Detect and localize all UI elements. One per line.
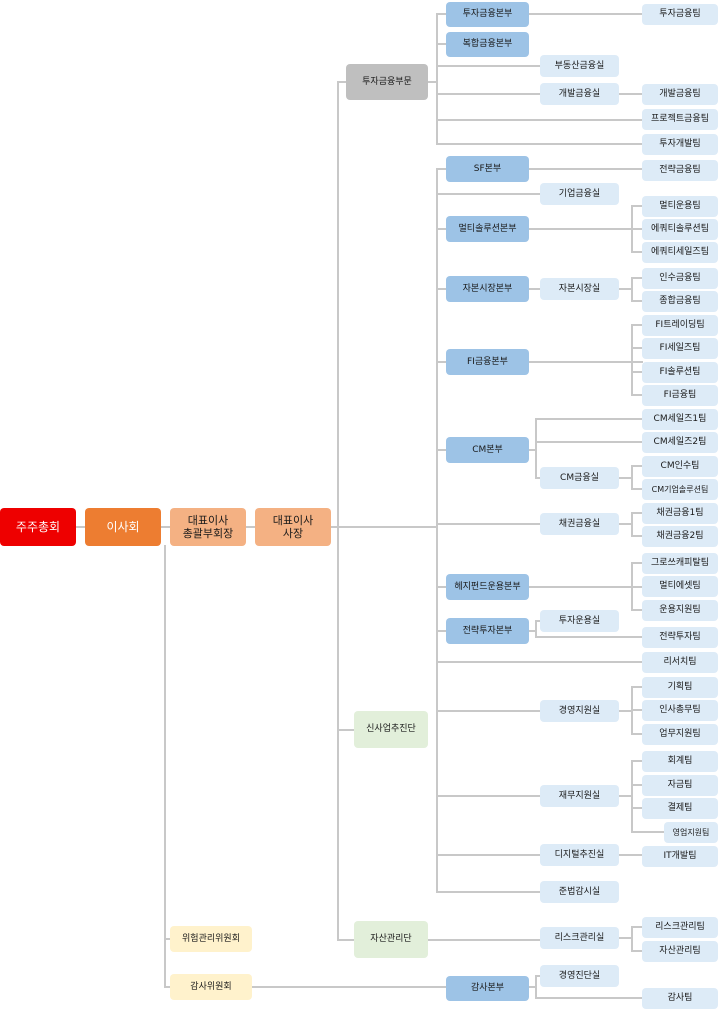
team-fi-sales: FI세일즈팀 xyxy=(642,338,718,359)
team-asset-management: 자산관리팀 xyxy=(642,941,718,962)
chairman-ceo-box: 대표이사 총괄부회장 xyxy=(170,508,246,546)
hq-sf: SF본부 xyxy=(446,156,529,182)
hq-strategic-investment: 전략투자본부 xyxy=(446,618,529,644)
office-real-estate-finance: 부동산금융실 xyxy=(540,55,619,77)
team-acquisition-finance: 인수금융팀 xyxy=(642,268,718,289)
team-settlement: 결제팀 xyxy=(642,798,718,819)
team-investment-development: 투자개발팀 xyxy=(642,134,718,155)
team-growth-capital: 그로쓰캐피탈팀 xyxy=(642,553,718,574)
office-compliance: 준법감시실 xyxy=(540,881,619,903)
team-operations-support: 운용지원팀 xyxy=(642,600,718,621)
board-of-directors-box: 이사회 xyxy=(85,508,161,546)
office-management-diagnosis: 경영진단실 xyxy=(540,965,619,987)
hq-cm: CM본부 xyxy=(446,437,529,463)
team-sales-support: 영업지원팀 xyxy=(664,822,718,843)
team-multi-asset: 멀티에셋팀 xyxy=(642,576,718,597)
team-cm-sales-2: CM세일즈2팀 xyxy=(642,432,718,453)
team-fi-finance: FI금융팀 xyxy=(642,385,718,406)
team-equity-solution: 에쿼티솔루션팀 xyxy=(642,219,718,240)
team-fi-trading: FI트레이딩팀 xyxy=(642,315,718,336)
team-business-support: 업무지원팀 xyxy=(642,724,718,745)
team-hr-general-affairs: 인사총무팀 xyxy=(642,700,718,721)
team-fi-solution: FI솔루션팀 xyxy=(642,362,718,383)
shareholders-meeting-box: 주주총회 xyxy=(0,508,76,546)
team-cm-acquisition: CM인수팀 xyxy=(642,456,718,477)
team-it-development: IT개발팀 xyxy=(642,846,718,867)
office-capital-market: 자본시장실 xyxy=(540,278,619,300)
new-business-unit-box: 신사업추진단 xyxy=(354,711,428,748)
risk-committee-box: 위험관리위원회 xyxy=(170,926,252,952)
team-synthetic-finance: 종합금융팀 xyxy=(642,291,718,312)
team-cm-corporate-solution: CM기업솔루션팀 xyxy=(642,479,718,500)
team-equity-sales: 에쿼티세일즈팀 xyxy=(642,242,718,263)
team-bond-finance-1: 채권금융1팀 xyxy=(642,503,718,524)
asset-management-unit-box: 자산관리단 xyxy=(354,921,428,958)
team-project-finance: 프로젝트금융팀 xyxy=(642,109,718,130)
hq-investment-finance: 투자금융본부 xyxy=(446,2,529,27)
office-cm-finance: CM금융실 xyxy=(540,467,619,489)
office-development-finance: 개발금융실 xyxy=(540,83,619,105)
team-planning: 기획팀 xyxy=(642,677,718,698)
team-audit: 감사팀 xyxy=(642,988,718,1009)
president-ceo-box: 대표이사 사장 xyxy=(255,508,331,546)
team-research: 리서치팀 xyxy=(642,652,718,673)
team-risk-management: 리스크관리팀 xyxy=(642,917,718,938)
office-finance-support: 재무지원실 xyxy=(540,785,619,807)
audit-committee-box: 감사위원회 xyxy=(170,974,252,1000)
team-investment-finance: 투자금융팀 xyxy=(642,4,718,25)
investment-finance-division-box: 투자금융부문 xyxy=(346,64,428,100)
team-multi-operations: 멀티운용팀 xyxy=(642,196,718,217)
office-investment-operations: 투자운용실 xyxy=(540,610,619,632)
office-corporate-finance: 기업금융실 xyxy=(540,183,619,205)
team-strategic-investment: 전략투자팀 xyxy=(642,627,718,648)
hq-capital-market: 자본시장본부 xyxy=(446,276,529,302)
team-development-finance: 개발금융팀 xyxy=(642,84,718,105)
office-digital-promotion: 디지털추진실 xyxy=(540,844,619,866)
team-cm-sales-1: CM세일즈1팀 xyxy=(642,409,718,430)
hq-hedge-fund-operations: 헤지펀드운용본부 xyxy=(446,574,529,600)
hq-complex-finance: 복합금융본부 xyxy=(446,32,529,57)
hq-multi-solution: 멀티솔루션본부 xyxy=(446,216,529,242)
office-management-support: 경영지원실 xyxy=(540,700,619,722)
office-risk-management: 리스크관리실 xyxy=(540,927,619,949)
office-bond-finance: 채권금융실 xyxy=(540,513,619,535)
hq-audit: 감사본부 xyxy=(446,976,529,1001)
team-accounting: 회계팀 xyxy=(642,751,718,772)
team-funding: 자금팀 xyxy=(642,775,718,796)
team-strategic-finance: 전략금융팀 xyxy=(642,160,718,181)
hq-fi-finance: FI금융본부 xyxy=(446,349,529,375)
team-bond-finance-2: 채권금융2팀 xyxy=(642,526,718,547)
